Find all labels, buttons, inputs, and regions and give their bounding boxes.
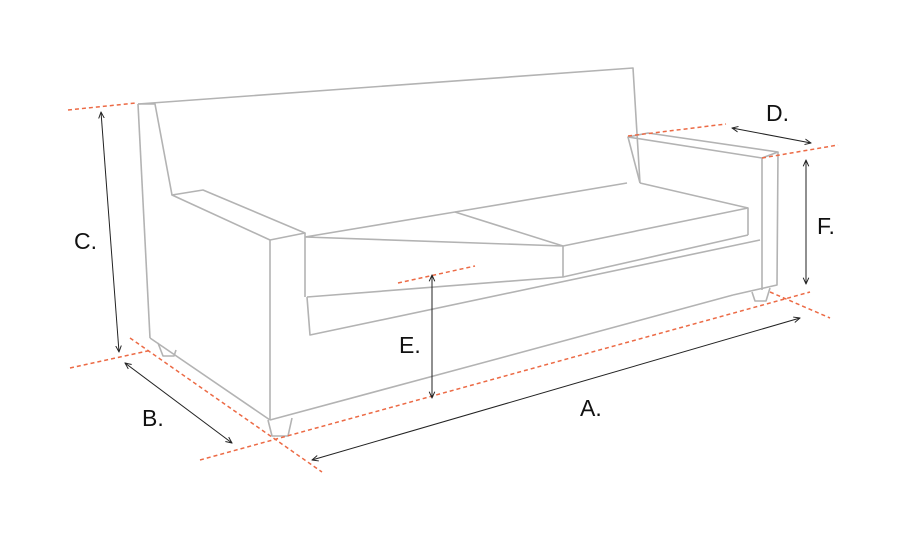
leg-back-left (157, 342, 177, 357)
label-d-arm-width: D. (766, 100, 789, 126)
sofa-outline (137, 67, 779, 437)
leg-front-right (751, 287, 771, 302)
label-e-seat-height: E. (399, 332, 421, 358)
dimension-b-arrow (125, 363, 232, 443)
dimension-a-arrow (312, 318, 800, 460)
leg-front-left (267, 417, 293, 437)
dimension-c-arrow (101, 112, 119, 352)
label-f-arm-height: F. (817, 213, 835, 239)
dimension-arrows (101, 112, 811, 460)
label-a-length: A. (580, 395, 602, 421)
dimension-d-arrow (732, 128, 811, 143)
label-c-height: C. (74, 228, 97, 254)
label-b-depth: B. (142, 405, 164, 431)
guide-lines (67, 102, 839, 473)
